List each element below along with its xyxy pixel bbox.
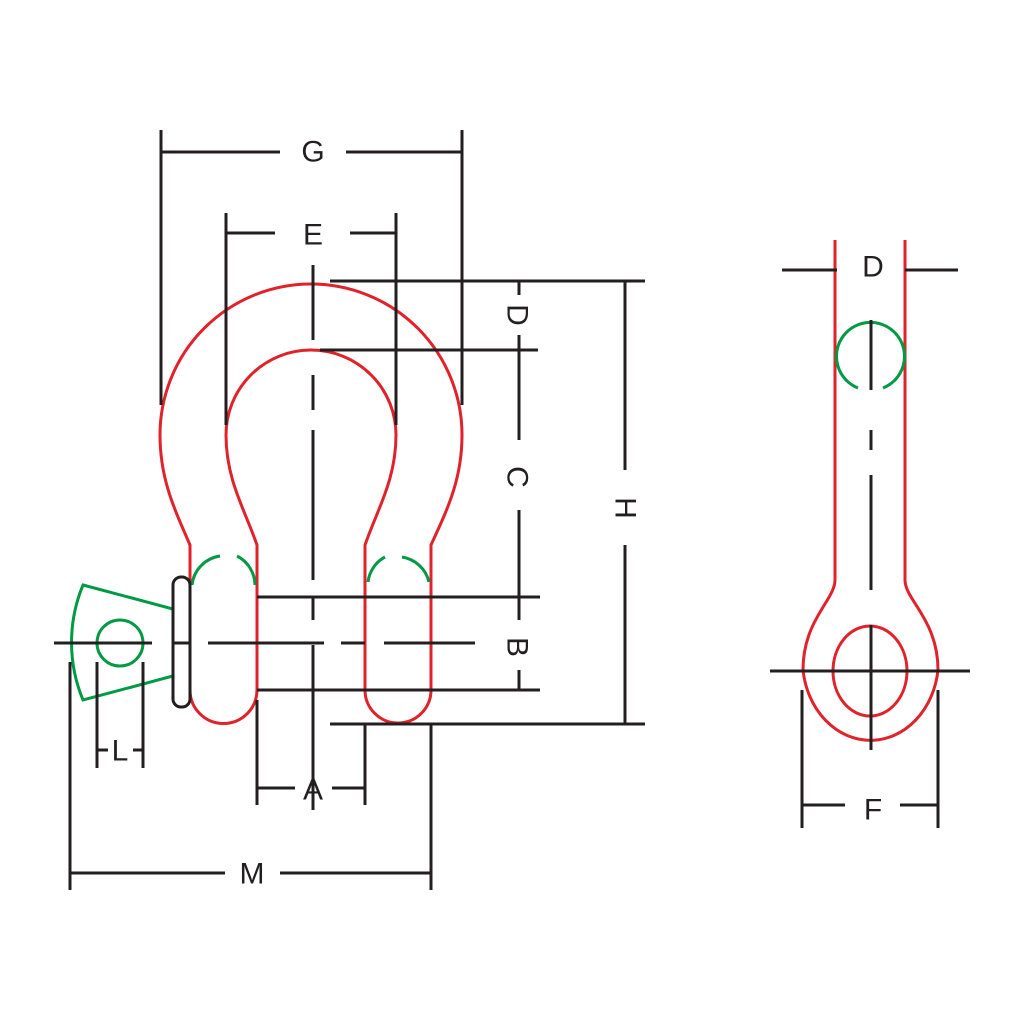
pin-top-right — [366, 555, 431, 583]
label-d-end: D — [862, 251, 884, 284]
label-a: A — [303, 774, 323, 807]
shackle-body — [158, 282, 464, 725]
label-l: L — [112, 735, 129, 768]
label-g: G — [301, 136, 324, 169]
label-m: M — [240, 858, 265, 891]
center-lines — [54, 265, 475, 810]
label-e: E — [303, 219, 323, 252]
label-c: C — [501, 466, 534, 488]
dimension-lines — [68, 130, 645, 890]
label-b: B — [501, 637, 534, 657]
label-d-side: D — [501, 304, 534, 326]
end-view — [770, 240, 970, 828]
pin-top-left — [190, 554, 257, 586]
label-f: F — [864, 794, 882, 827]
label-h: H — [609, 497, 642, 519]
